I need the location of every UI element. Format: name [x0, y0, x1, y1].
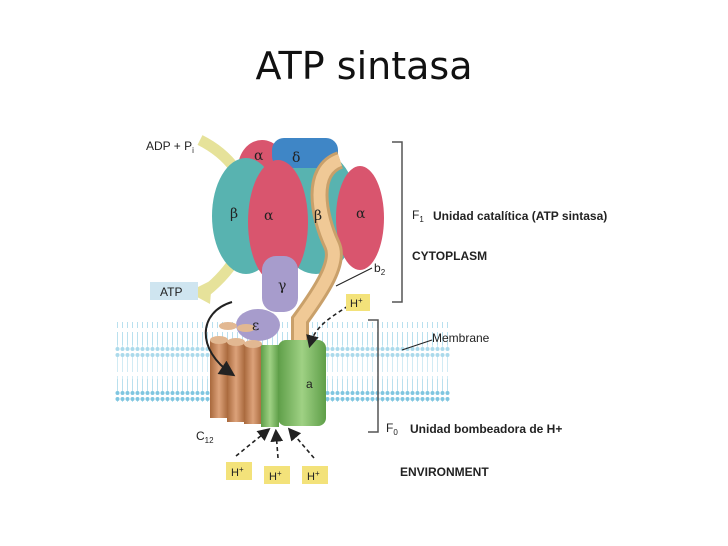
f1-caption: Unidad catalítica (ATP sintasa) [433, 209, 607, 223]
proton-box-2 [264, 466, 290, 484]
atp-label-box [150, 282, 198, 300]
label-proton-upper: H+ [350, 296, 363, 310]
label-proton-2: H+ [269, 469, 282, 483]
label-beta-right: β [314, 208, 322, 224]
label-proton-1: H+ [231, 465, 244, 479]
label-alpha-top: α [254, 148, 264, 164]
label-beta-left: β [230, 206, 238, 222]
alpha-subunit-front [248, 160, 308, 284]
c-ring [210, 322, 279, 427]
label-f0: F0 [386, 421, 398, 437]
alpha-subunit-right [336, 166, 384, 270]
label-alpha-front: α [264, 208, 274, 224]
f0-bracket [368, 319, 379, 433]
epsilon-subunit [236, 309, 280, 341]
a-subunit [278, 340, 326, 426]
label-environment: ENVIRONMENT [400, 465, 489, 479]
proton-box-upper [346, 294, 370, 311]
atp-arrowhead [188, 280, 212, 304]
label-c12: C12 [196, 429, 214, 445]
f1-bracket [392, 141, 403, 303]
label-cytoplasm: CYTOPLASM [412, 249, 487, 263]
rotation-arrow [204, 301, 236, 377]
gamma-subunit [262, 256, 298, 312]
label-a: a [306, 377, 313, 391]
label-epsilon: ε [252, 318, 259, 334]
label-delta: δ [292, 150, 300, 166]
label-adp-pi: ADP + Pi [146, 139, 194, 155]
label-f1: F1 [412, 208, 424, 224]
slide-title: ATP sintasa [255, 44, 473, 88]
proton-flow-arrows [235, 305, 349, 459]
label-b2: b2 [374, 261, 386, 277]
f0-caption: Unidad bombeadora de H+ [410, 422, 562, 436]
proton-box-3 [302, 466, 328, 484]
label-membrane: Membrane [432, 331, 490, 345]
label-atp: ATP [160, 285, 182, 299]
proton-box-1 [226, 462, 252, 480]
delta-subunit [272, 138, 338, 168]
label-gamma: γ [278, 278, 286, 294]
label-proton-3: H+ [307, 469, 320, 483]
label-alpha-right: α [356, 206, 366, 222]
